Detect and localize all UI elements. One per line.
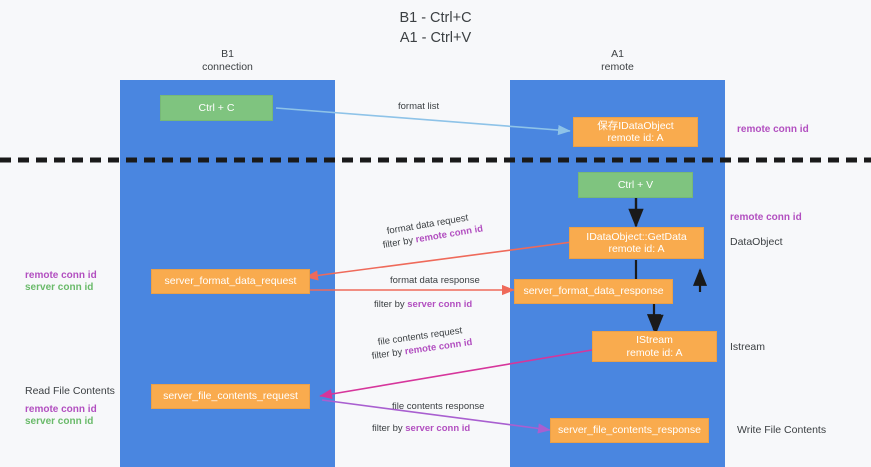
annotation-write-file-contents: Write File Contents [737,424,827,436]
filter-prefix: filter by [374,299,408,310]
edge-label-format-list: format list [398,101,440,112]
filter-prefix: filter by [371,346,406,362]
filter-key-server-conn-id: server conn id [407,299,473,310]
lane-header-b1: B1 connection [202,48,253,73]
node-server-file-contents-request[interactable]: server_file_contents_request [151,384,310,409]
node-server-format-data-request[interactable]: server_format_data_request [151,269,310,294]
annotation-istream: Istream [730,341,766,353]
node-ctrl-v[interactable]: Ctrl + V [578,172,693,198]
filter-key-server-conn-id: server conn id [405,423,471,434]
annotation-left-remote-conn-id-bottom: remote conn id [25,404,97,415]
node-save-idataobject[interactable]: 保存IDataObject remote id: A [573,117,698,147]
node-server-format-data-response[interactable]: server_format_data_response [514,279,673,304]
annotation-left-server-conn-id-mid: server conn id [25,282,94,293]
annotation-remote-conn-id-top: remote conn id [737,124,809,135]
edge-label-file-contents-response: file contents response [392,401,485,412]
edge-label-format-data-response: format data response [390,275,480,286]
filter-prefix: filter by [372,423,406,434]
annotation-left-remote-conn-id-mid: remote conn id [25,270,97,281]
node-istream[interactable]: IStream remote id: A [592,331,717,362]
annotation-read-file-contents: Read File Contents [25,385,115,397]
edge-label-format-data-response-filter: filter by server conn id [374,299,472,311]
edge-label-file-contents-response-filter: filter by server conn id [372,423,470,435]
node-server-file-contents-response[interactable]: server_file_contents_response [550,418,709,443]
annotation-dataobject: DataObject [730,236,783,248]
node-idataobject-getdata[interactable]: IDataObject::GetData remote id: A [569,227,704,259]
lane-header-a1: A1 remote [601,48,634,73]
page-title: B1 - Ctrl+C A1 - Ctrl+V [399,10,472,46]
node-ctrl-c[interactable]: Ctrl + C [160,95,273,121]
annotation-left-server-conn-id-bottom: server conn id [25,416,94,427]
annotation-remote-conn-id-mid: remote conn id [730,212,802,223]
